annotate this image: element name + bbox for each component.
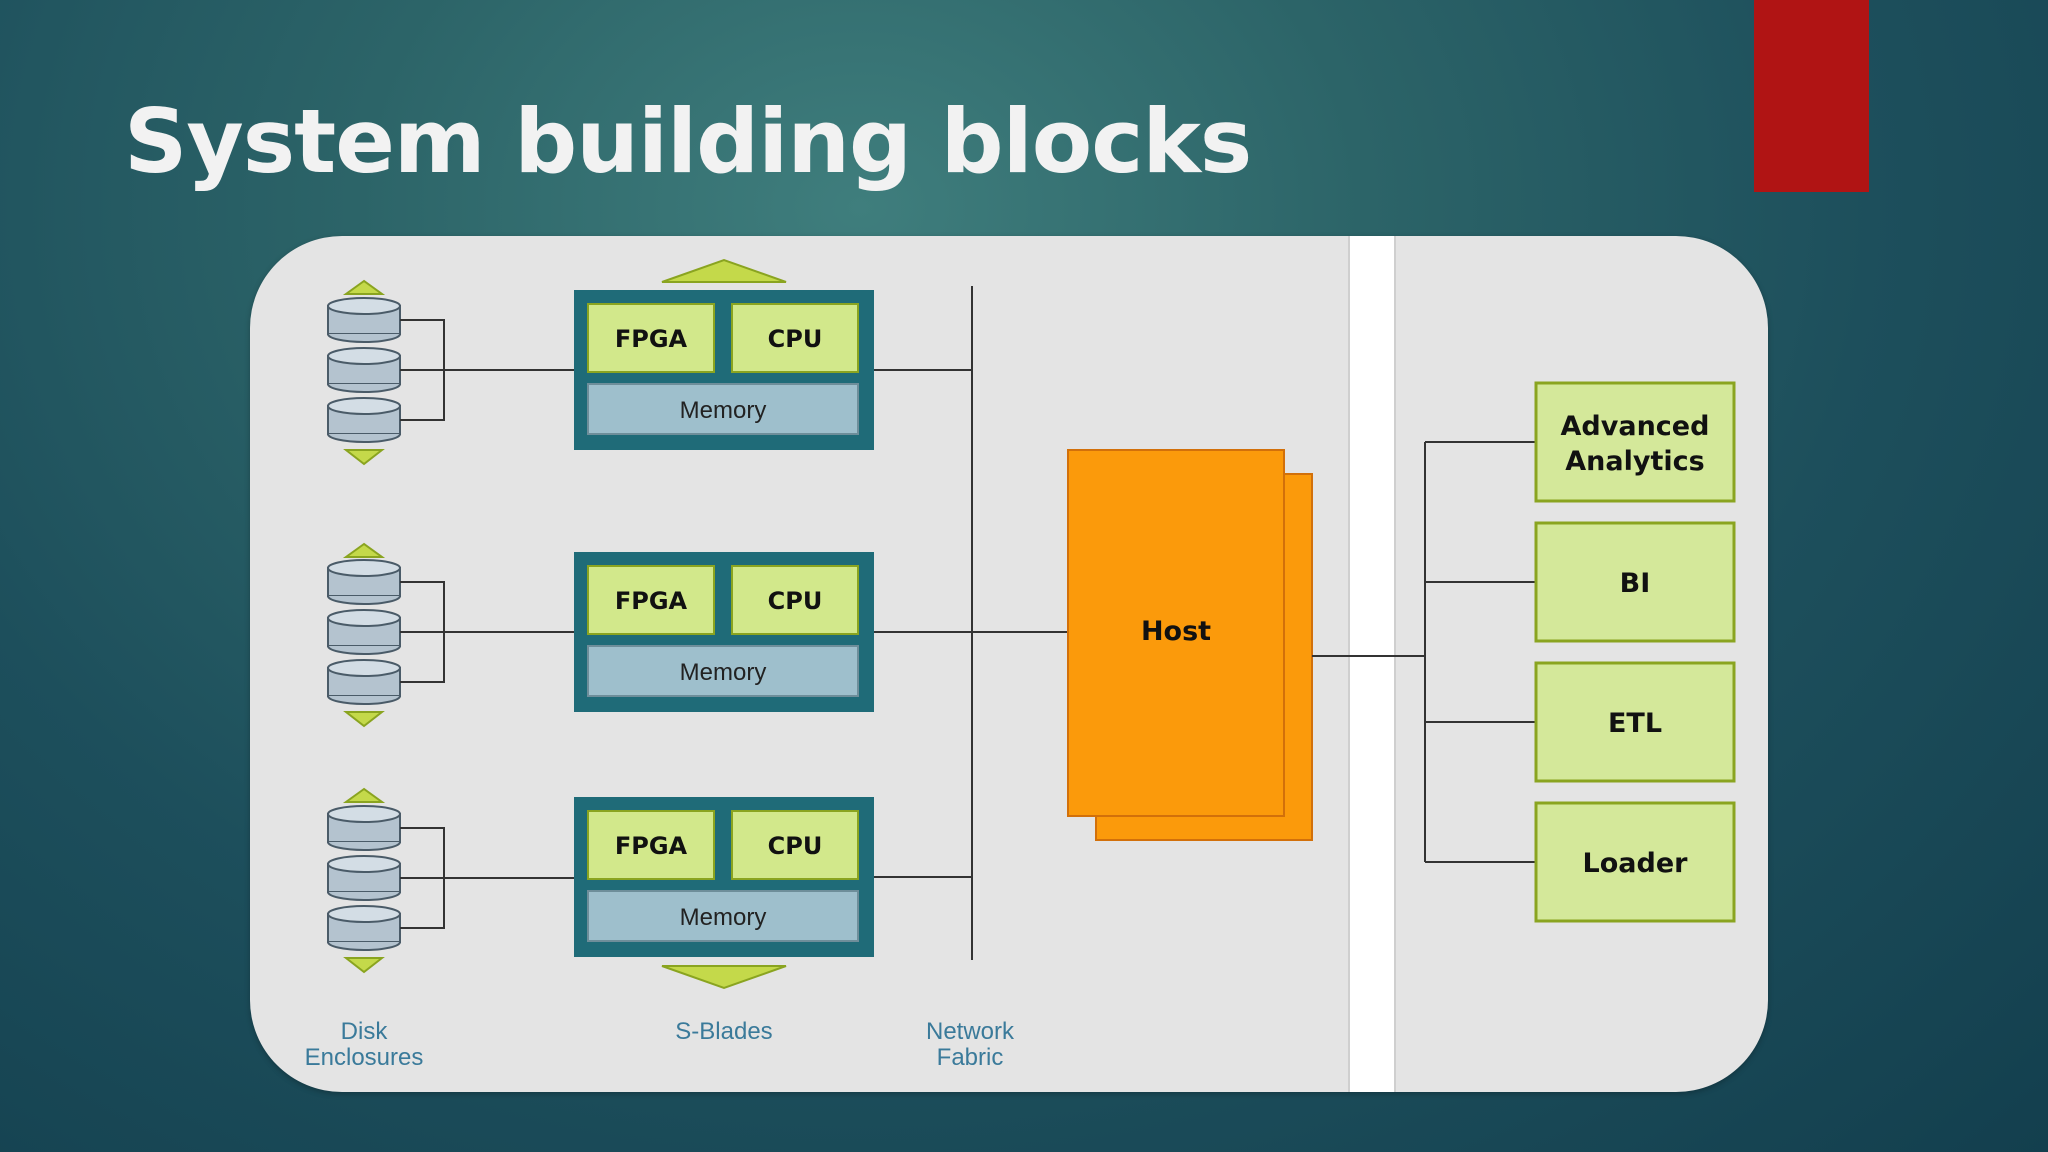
cpu-label: CPU xyxy=(768,832,823,860)
memory-label: Memory xyxy=(680,904,767,931)
disk-icon xyxy=(327,559,401,605)
cpu-label: CPU xyxy=(768,325,823,353)
app-label: BI xyxy=(1620,568,1651,599)
fpga-label: FPGA xyxy=(615,587,688,615)
memory-label: Memory xyxy=(680,397,767,424)
app-etl: ETL xyxy=(1534,661,1736,783)
app-label-line2: Analytics xyxy=(1565,446,1704,477)
disk-enclosure-1 xyxy=(327,279,574,466)
cpu-block xyxy=(731,810,859,880)
disk-connector xyxy=(400,581,574,683)
disk-enclosure-3 xyxy=(327,787,574,974)
blades-up-arrow-icon xyxy=(661,258,787,283)
panel-divider xyxy=(1348,236,1396,1092)
caption-disk-line2: Enclosures xyxy=(305,1044,424,1071)
disk-icon xyxy=(327,347,401,393)
memory-label: Memory xyxy=(680,659,767,686)
fpga-block xyxy=(587,303,715,373)
app-advanced-analytics: Advanced Analytics xyxy=(1534,381,1736,503)
up-arrow-icon xyxy=(342,542,386,558)
disk-icon xyxy=(327,609,401,655)
disk-icon xyxy=(327,855,401,901)
disk-icon xyxy=(327,805,401,851)
slide-title: System building blocks xyxy=(124,90,1252,193)
accent-bar xyxy=(1754,0,1869,192)
caption-disk-line1: Disk xyxy=(341,1018,389,1045)
blades-down-arrow-icon xyxy=(661,965,787,990)
down-arrow-icon xyxy=(343,711,385,728)
fpga-block xyxy=(587,565,715,635)
up-arrow-icon xyxy=(342,787,386,803)
down-arrow-icon xyxy=(343,449,385,466)
fpga-label: FPGA xyxy=(615,832,688,860)
memory-block xyxy=(587,383,859,435)
diagram-panel: FPGA CPU Memory FPGA CPU Memory FPGA CPU… xyxy=(250,236,1768,1092)
caption-network-line1: Network xyxy=(926,1018,1015,1045)
app-label: ETL xyxy=(1608,708,1662,739)
disk-enclosure-2 xyxy=(327,542,574,728)
fpga-block xyxy=(587,810,715,880)
cpu-label: CPU xyxy=(768,587,823,615)
memory-block xyxy=(587,890,859,942)
s-blade-1: FPGA CPU Memory xyxy=(574,290,972,450)
caption-blades: S-Blades xyxy=(675,1018,772,1045)
disk-icon xyxy=(327,297,401,343)
host-front-page xyxy=(1067,449,1285,817)
disk-connector xyxy=(400,827,574,929)
disk-icon xyxy=(327,659,401,705)
s-blade-2: FPGA CPU Memory xyxy=(574,552,1068,712)
architecture-diagram: FPGA CPU Memory FPGA CPU Memory FPGA CPU… xyxy=(305,258,1736,1071)
app-loader: Loader xyxy=(1534,801,1736,923)
app-connectors xyxy=(1424,441,1536,863)
app-label: Loader xyxy=(1583,848,1689,879)
disk-icon xyxy=(327,397,401,443)
app-bi: BI xyxy=(1534,521,1736,643)
cpu-block xyxy=(731,303,859,373)
cpu-block xyxy=(731,565,859,635)
down-arrow-icon xyxy=(343,957,385,974)
host-label: Host xyxy=(1141,616,1211,647)
disk-connector xyxy=(400,319,574,421)
caption-network-line2: Fabric xyxy=(937,1044,1004,1071)
disk-icon xyxy=(327,905,401,951)
app-label-line1: Advanced xyxy=(1561,411,1710,442)
up-arrow-icon xyxy=(342,279,386,295)
host-block: Host xyxy=(1067,449,1425,841)
fpga-label: FPGA xyxy=(615,325,688,353)
memory-block xyxy=(587,645,859,697)
s-blade-3: FPGA CPU Memory xyxy=(574,797,972,957)
